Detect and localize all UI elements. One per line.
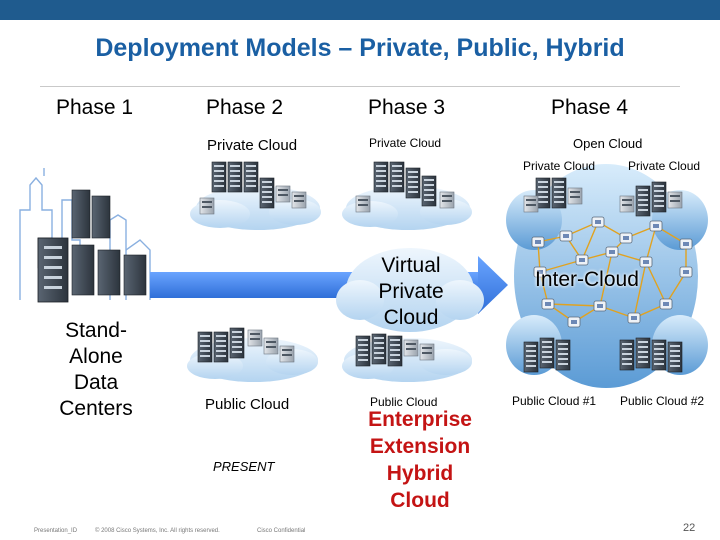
title-divider <box>40 86 680 87</box>
phase2-private-cloud-label: Private Cloud <box>207 137 298 154</box>
phase3-public-cloud-graphic <box>342 333 472 382</box>
footer-copyright: © 2008 Cisco Systems, Inc. All rights re… <box>95 528 220 534</box>
vpc-line: Private <box>378 280 444 303</box>
standalone-line: Data <box>73 371 119 394</box>
vpc-line: Cloud <box>383 306 439 329</box>
page-number: 22 <box>683 522 696 534</box>
vpc-line: Virtual <box>381 254 441 277</box>
phase4-public-cloud-2-label: Public Cloud #2 <box>620 394 705 408</box>
top-banner <box>0 0 720 20</box>
phase3-private-cloud-label: Private Cloud <box>369 136 442 150</box>
ext-line: Hybrid <box>386 462 454 485</box>
phase-1-heading: Phase 1 <box>56 96 134 119</box>
phase2-private-cloud-graphic <box>190 161 321 230</box>
phase3-vpc-cloud-graphic <box>336 248 484 332</box>
phase4-open-cloud-label: Open Cloud <box>573 136 643 151</box>
standalone-line: Alone <box>69 345 123 368</box>
virtual-private-cloud-label: Virtual Private Cloud <box>356 253 466 331</box>
footer-confidential: Cisco Confidential <box>257 528 306 534</box>
phase4-intercloud-graphic <box>506 164 708 388</box>
standalone-datacenters-label: Stand- Alone Data Centers <box>44 318 148 422</box>
slide-title: Deployment Models – Private, Public, Hyb… <box>95 34 625 62</box>
footer-presentation-id: Presentation_ID <box>34 528 78 534</box>
phase-2-heading: Phase 2 <box>206 96 284 119</box>
phase-3-heading: Phase 3 <box>368 96 446 119</box>
standalone-datacenter-graphic <box>37 189 147 303</box>
phase-4-heading: Phase 4 <box>551 96 629 119</box>
phase2-public-cloud-label: Public Cloud <box>205 396 290 413</box>
phase4-private-cloud-a-label: Private Cloud <box>523 159 596 173</box>
phase3-public-cloud-label: Public Cloud <box>370 395 438 409</box>
phase2-public-cloud-graphic <box>187 327 318 382</box>
enterprise-extension-hybrid-label: Enterprise Extension Hybrid Cloud <box>356 406 484 514</box>
ext-line: Cloud <box>390 489 450 512</box>
phase4-private-cloud-b-label: Private Cloud <box>628 159 701 173</box>
standalone-line: Stand- <box>65 319 127 342</box>
standalone-line: Centers <box>59 397 133 420</box>
ext-line: Extension <box>369 435 471 458</box>
ext-line: Enterprise <box>368 408 472 431</box>
present-marker: PRESENT <box>213 459 275 474</box>
intercloud-label: Inter-Cloud <box>535 268 639 291</box>
phase3-private-cloud-graphic <box>342 161 472 230</box>
phase4-public-cloud-1-label: Public Cloud #1 <box>512 394 597 408</box>
